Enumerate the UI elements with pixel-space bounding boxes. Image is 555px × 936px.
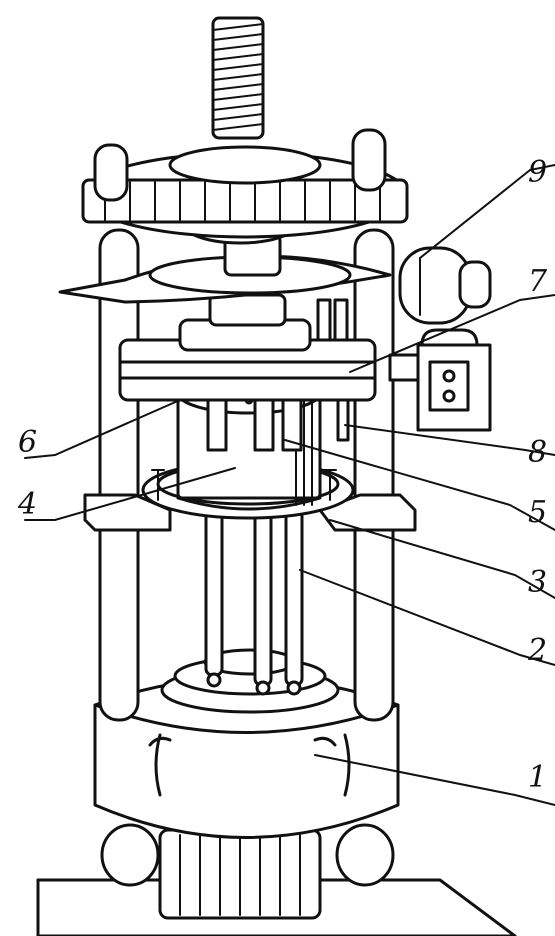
label-5: 5 [528, 495, 548, 530]
top-screw [211, 16, 265, 140]
lower-plate [160, 648, 340, 714]
label-8: 8 [528, 435, 548, 470]
label-6: 6 [18, 425, 38, 460]
leader-lines [24, 164, 555, 806]
label-3: 3 [528, 565, 548, 600]
label-7: 7 [528, 264, 548, 299]
label-1: 1 [528, 760, 548, 795]
middle-crosshead [83, 493, 417, 532]
control-box [388, 328, 492, 432]
base-housing [93, 676, 400, 839]
guide-rods [204, 508, 304, 696]
label-4: 4 [18, 487, 38, 522]
motor [398, 246, 492, 325]
label-2: 2 [528, 633, 548, 668]
bottom-drum [100, 823, 395, 920]
upper-crosshead [118, 293, 377, 402]
top-gear [81, 128, 409, 239]
label-9: 9 [528, 155, 548, 190]
